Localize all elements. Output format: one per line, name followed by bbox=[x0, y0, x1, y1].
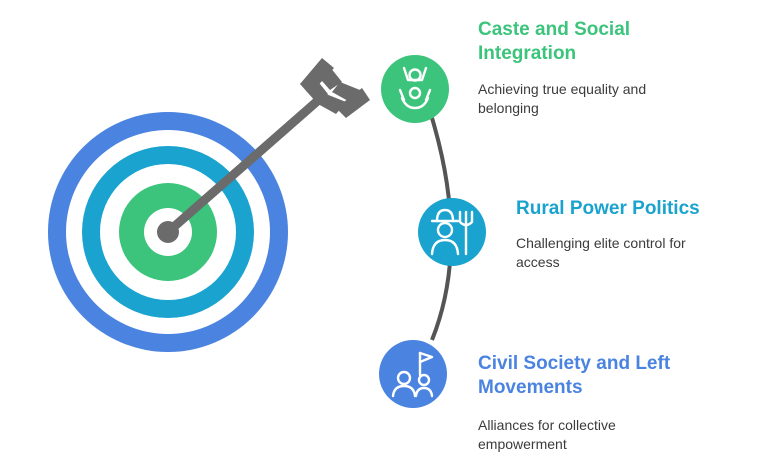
people-with-flag-icon bbox=[391, 351, 434, 398]
item-description: Challenging elite control for access bbox=[516, 235, 686, 270]
item-title: Civil Society and Left Movements bbox=[478, 353, 671, 398]
node-caste-social bbox=[381, 55, 449, 123]
item-rural-power-politics: Rural Power Politics Challenging elite c… bbox=[516, 197, 746, 272]
node-civil-society bbox=[379, 340, 447, 408]
arrow-icon bbox=[157, 58, 370, 243]
item-title: Rural Power Politics bbox=[516, 198, 700, 219]
farmer-pitchfork-icon bbox=[430, 208, 474, 256]
item-description: Achieving true equality and belonging bbox=[478, 81, 647, 116]
item-description: Alliances for collective empowerment bbox=[478, 417, 616, 452]
item-civil-society-left-movements: Civil Society and Left Movements Allianc… bbox=[478, 352, 708, 454]
people-raising-hands-icon bbox=[398, 66, 432, 110]
item-title: Caste and Social Integration bbox=[478, 19, 631, 64]
node-rural-power bbox=[418, 198, 486, 266]
item-caste-social-integration: Caste and Social Integration Achieving t… bbox=[478, 18, 698, 118]
